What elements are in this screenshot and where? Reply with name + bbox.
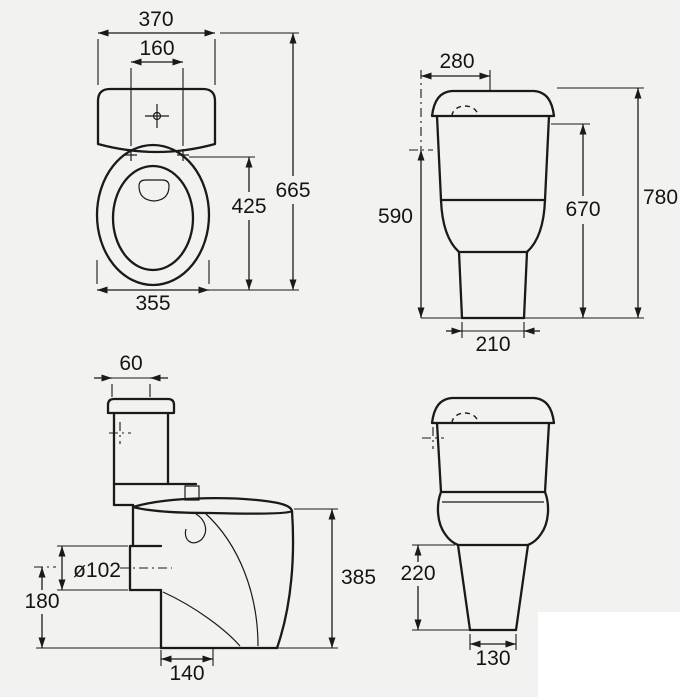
rear-cistern-lid-height-dim: 670	[565, 198, 600, 221]
front-base-width-dim: 130	[475, 647, 510, 670]
front-base-height-dim: 220	[400, 562, 435, 585]
side-bowl-height-dim: 385	[341, 566, 376, 589]
rim-hook-detail	[184, 513, 207, 544]
bowl-shoulder	[525, 198, 547, 254]
rear-inlet-offset-dim: 280	[439, 50, 474, 73]
side-outlet-centre-height-dim: 180	[24, 590, 59, 613]
top-overall-depth-dim: 665	[275, 179, 310, 202]
rear-view: 280 590 670 780 210	[378, 50, 678, 356]
top-cistern-width-dim: 370	[138, 8, 173, 31]
seat-opening-outline	[111, 164, 195, 272]
side-outlet-diameter-dim: ø102	[73, 559, 121, 582]
bowl-contour-curve	[204, 512, 259, 647]
flush-crosshair-icon	[152, 111, 162, 121]
hinge-bracket	[184, 485, 200, 501]
pedestal-side	[522, 250, 529, 320]
flush-button-hidden-arc	[451, 105, 479, 117]
cistern-outline	[96, 87, 217, 154]
flush-button-hidden-arc	[451, 412, 479, 424]
top-view: 370 160 665 425 355	[95, 8, 311, 315]
pedestal-side	[456, 543, 472, 632]
cistern-lid-outline	[430, 396, 556, 425]
cistern-side	[435, 114, 443, 202]
bowl-side	[436, 490, 460, 547]
cistern-side	[543, 421, 551, 494]
cistern-lid-outline	[106, 397, 176, 415]
pedestal-side	[457, 250, 464, 320]
top-hinge-centres-dim: 160	[139, 37, 174, 60]
bowl-side	[526, 490, 550, 547]
front-view: 220 130	[400, 396, 556, 670]
seat-profile	[131, 497, 294, 515]
watermark-patch	[538, 612, 680, 697]
bowl-outline	[95, 143, 211, 287]
top-bowl-width-dim: 355	[135, 292, 170, 315]
top-bowl-depth-dim: 425	[231, 195, 266, 218]
rear-base-width-dim: 210	[475, 333, 510, 356]
cistern-lid-outline	[430, 89, 556, 118]
flush-water-detail	[138, 179, 170, 202]
trap-curve	[162, 591, 241, 647]
cistern-side	[435, 421, 443, 494]
rear-overall-height-dim: 780	[643, 186, 678, 209]
bowl-shoulder	[439, 198, 461, 254]
side-lid-setback-dim: 60	[119, 352, 142, 375]
side-view: 60 ø102 180 385 140	[24, 352, 376, 685]
side-outlet-setback-dim: 140	[169, 662, 204, 685]
rear-inlet-height-dim: 590	[378, 205, 413, 228]
pedestal-side	[514, 543, 530, 632]
bowl-front-profile	[275, 509, 295, 650]
cistern-side	[543, 114, 551, 202]
